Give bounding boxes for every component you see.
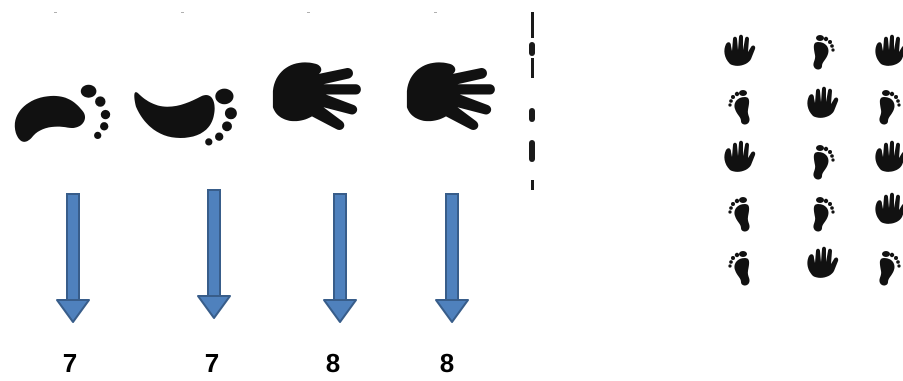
foot-left-icon [14,84,111,142]
hand-icon [875,140,903,172]
count-label: 7 [204,348,220,378]
foot-icon [813,145,835,180]
down-arrow [197,189,231,319]
count-label: 8 [439,348,455,378]
hand-right-icon [406,62,495,130]
foot-icon [813,197,835,232]
foot-icon [728,197,749,232]
down-arrow [56,193,90,323]
icon-grid [724,34,903,286]
hand-icon [807,246,839,278]
count-label: 8 [325,348,341,378]
tick-mark [181,12,184,13]
foot-icon [728,251,749,286]
tick-mark [54,12,57,13]
hand-icon [875,34,903,66]
down-arrow [323,193,357,323]
count-label: 7 [62,348,78,378]
tick-mark [307,12,310,13]
hand-icon [807,86,839,118]
hand-icon [875,192,903,224]
hand-left-icon [272,62,361,130]
down-arrow [435,193,469,323]
hand-icon [724,34,756,66]
foot-icon [728,90,749,125]
hand-icon [724,140,756,172]
foot-icon [813,35,835,70]
tick-mark [434,12,437,13]
foot-icon [879,251,901,286]
foot-right-icon [134,88,237,146]
foot-icon [879,90,901,125]
